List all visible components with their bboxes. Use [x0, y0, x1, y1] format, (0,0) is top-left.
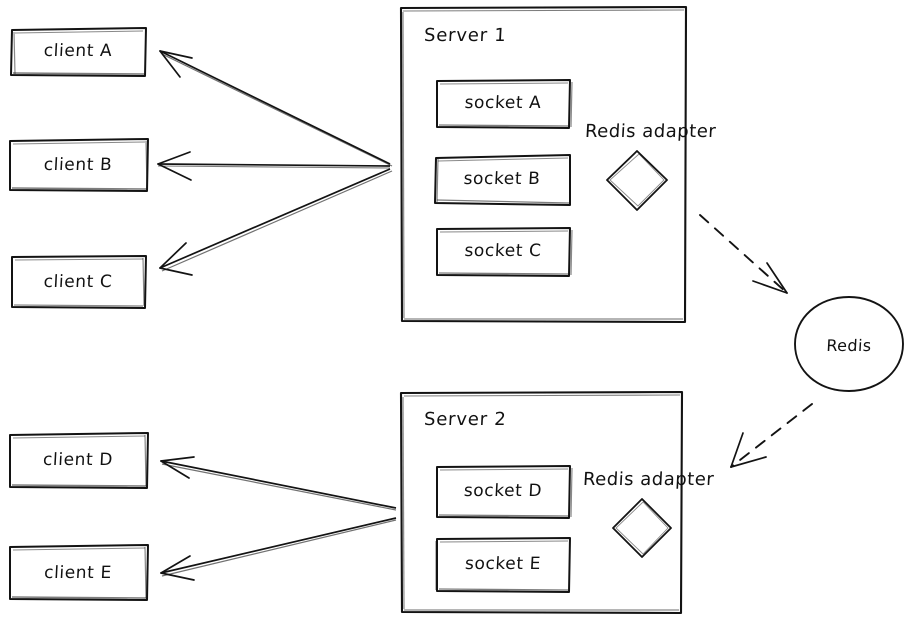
arrow-server1-to-client-c — [159, 168, 393, 276]
server-1-adapter-label: Redis adapter — [584, 121, 717, 142]
server-2-label: Server 2 — [423, 409, 508, 430]
socket-a-box[interactable] — [436, 79, 573, 129]
client-e-label: client E — [43, 563, 113, 583]
arrow-server1-to-client-b — [157, 151, 391, 181]
server-1-label: Server 1 — [423, 25, 508, 46]
socket-a-label: socket A — [464, 93, 542, 113]
arrow-server2-to-client-d — [160, 456, 397, 511]
client-e-box[interactable] — [9, 544, 149, 601]
redis-datastore-circle[interactable] — [794, 296, 904, 392]
socket-e-box[interactable] — [435, 537, 571, 593]
socket-e-label: socket E — [464, 554, 542, 574]
client-c-box[interactable] — [11, 255, 147, 309]
client-b-label: client B — [43, 155, 113, 175]
socket-b-box[interactable] — [434, 154, 571, 206]
server-1-adapter-diamond-icon — [606, 150, 668, 211]
arrow-server1-to-client-a — [159, 50, 393, 167]
socket-c-box[interactable] — [436, 227, 573, 277]
client-a-label: client A — [43, 41, 113, 61]
server-2-adapter-label: Redis adapter — [582, 469, 715, 490]
socket-b-label: socket B — [463, 169, 541, 189]
socket-d-box[interactable] — [436, 465, 573, 519]
client-b-box[interactable] — [9, 138, 149, 192]
socket-c-label: socket C — [463, 241, 543, 261]
client-d-box[interactable] — [9, 432, 149, 489]
client-d-label: client D — [42, 450, 114, 470]
socket-d-label: socket D — [463, 481, 543, 501]
client-a-box[interactable] — [10, 27, 147, 77]
arrow-server2-to-client-e — [160, 517, 397, 581]
server-2-adapter-diamond-icon — [612, 498, 672, 558]
arrow-redis-to-server2 — [730, 403, 813, 468]
client-c-label: client C — [43, 272, 113, 292]
redis-label: Redis — [825, 336, 873, 355]
arrow-server1-to-redis — [699, 214, 788, 294]
